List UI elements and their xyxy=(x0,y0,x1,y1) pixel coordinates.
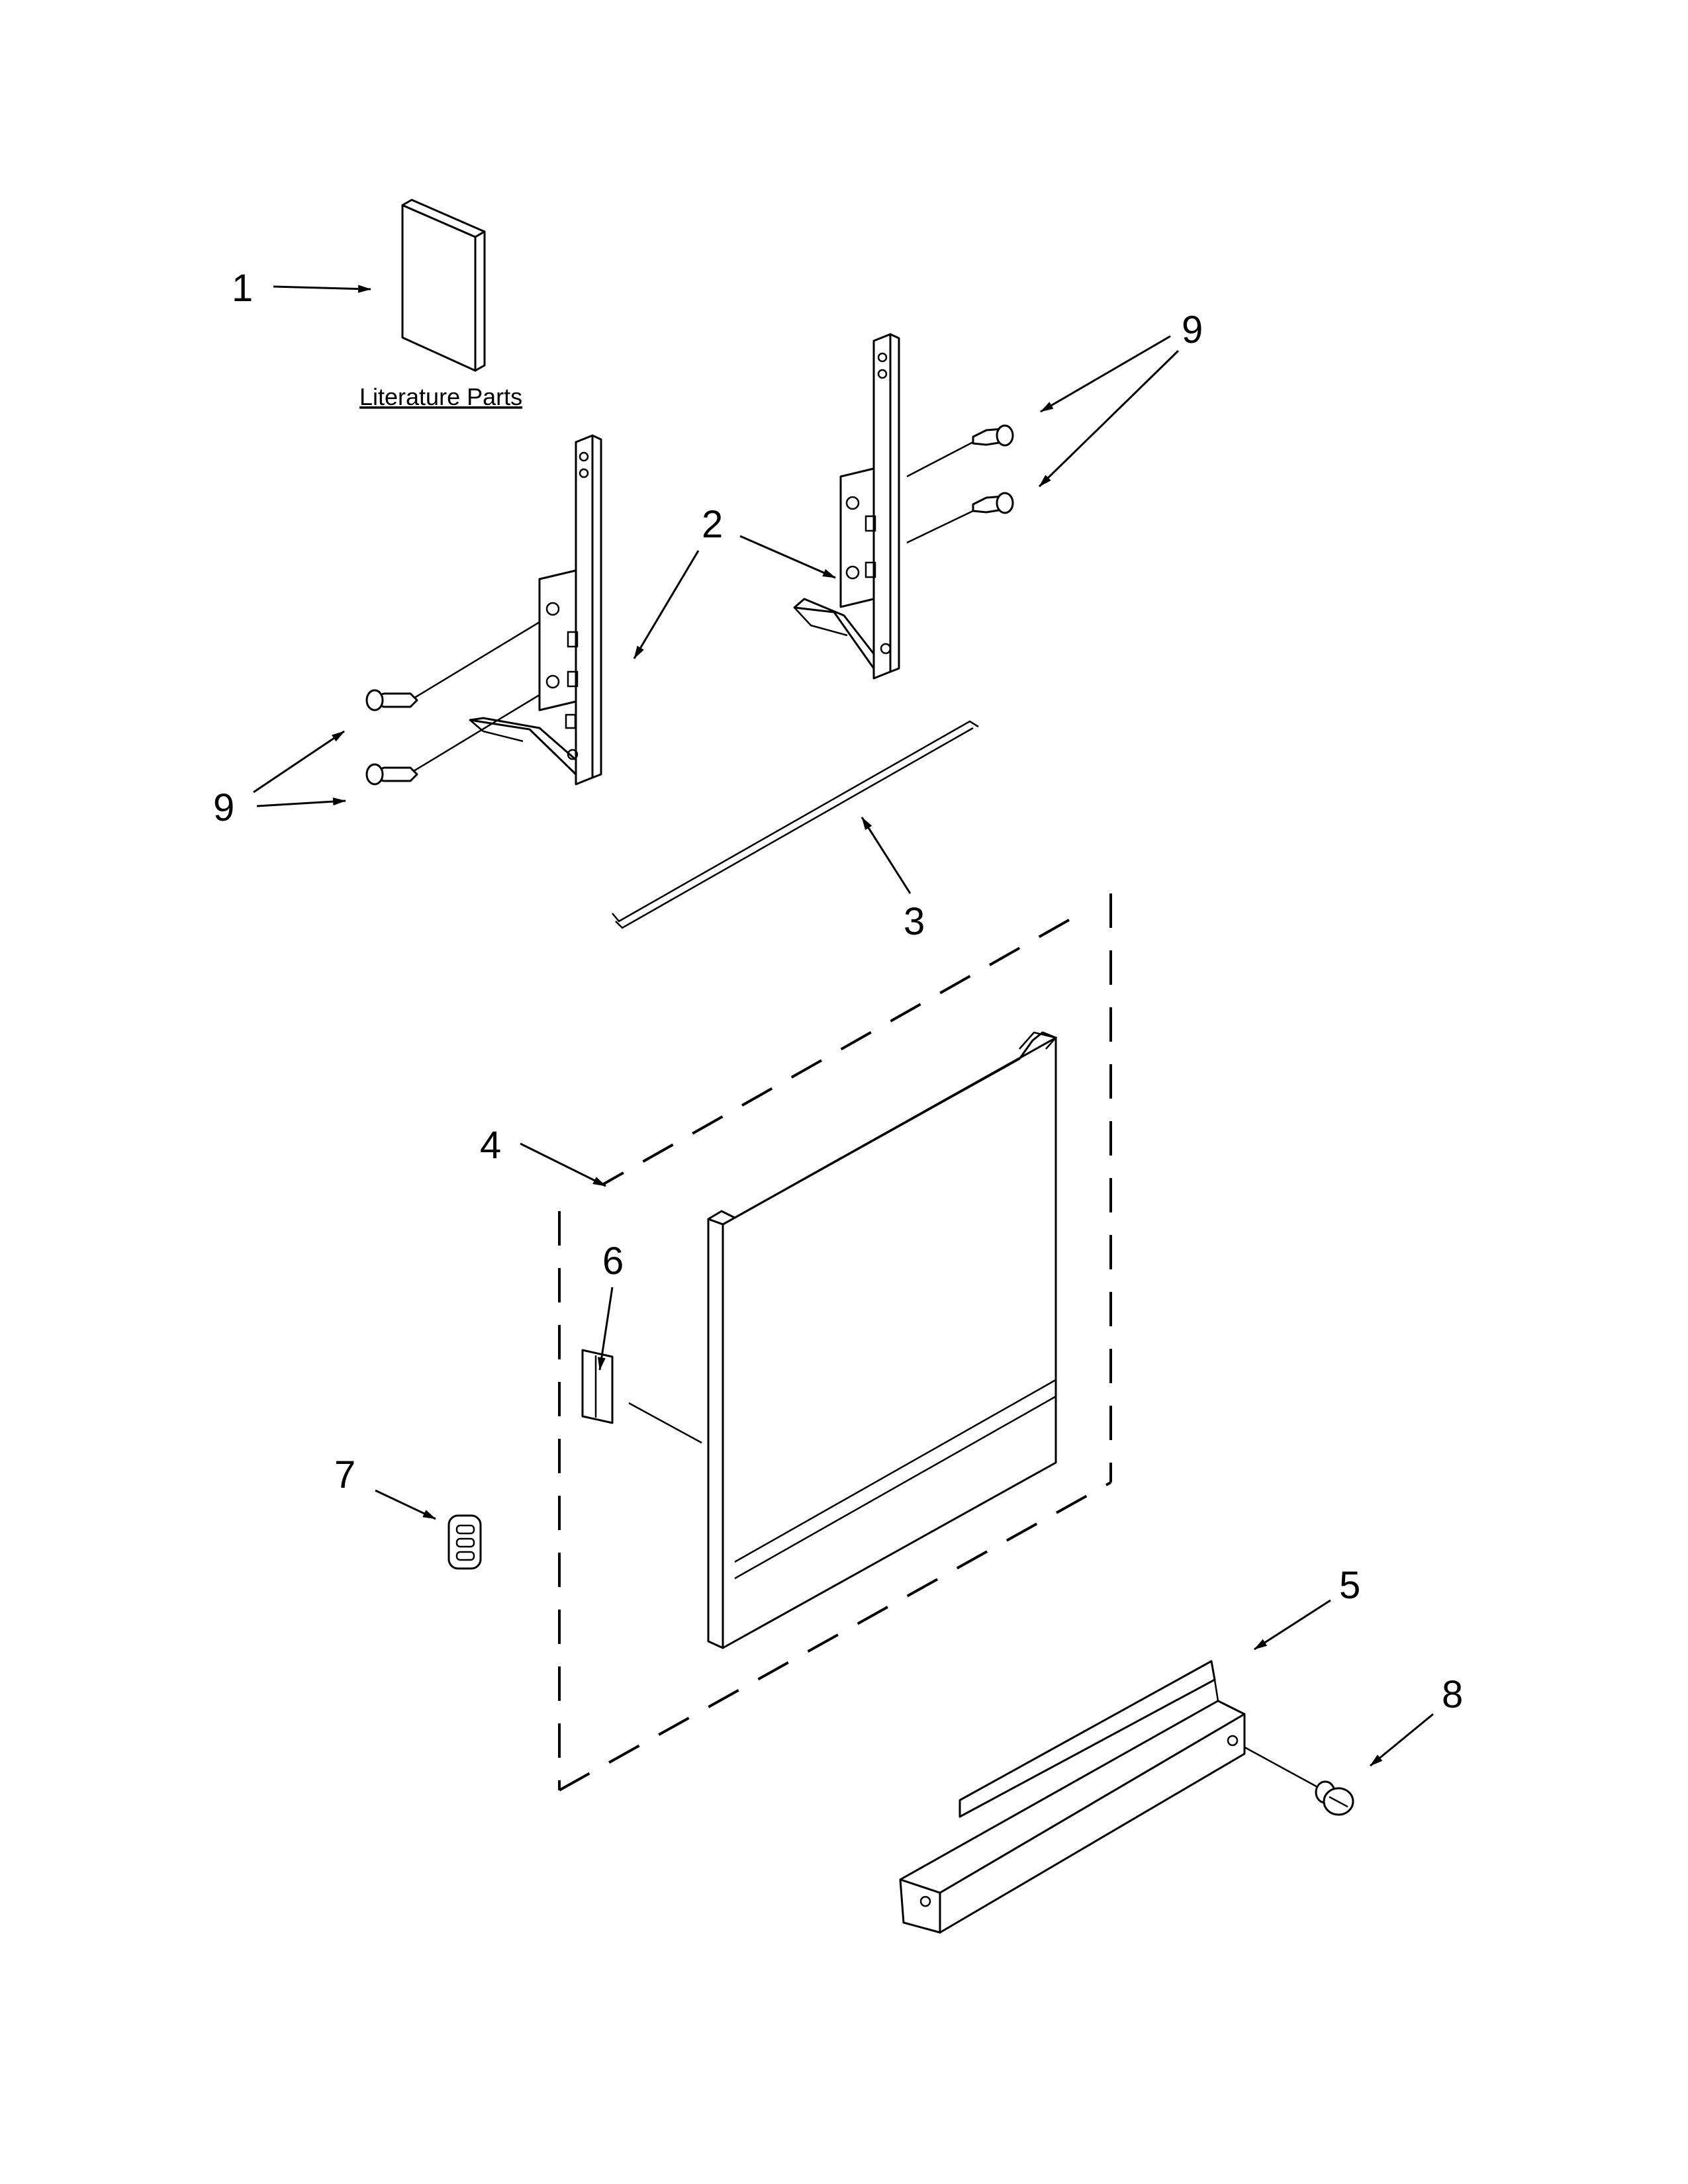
callout-4: 4 xyxy=(480,1124,501,1167)
door-rod[interactable] xyxy=(612,720,979,929)
screw-left-upper[interactable] xyxy=(365,621,540,711)
leader-2b xyxy=(633,550,700,659)
door-button[interactable] xyxy=(447,1514,482,1570)
leader-3 xyxy=(861,817,912,894)
callout-7: 7 xyxy=(334,1453,355,1496)
literature-booklet[interactable] xyxy=(401,199,486,372)
leader-5 xyxy=(1254,1599,1331,1651)
hinge-bracket-left[interactable] xyxy=(469,434,602,786)
leader-9-right-a xyxy=(1040,335,1171,413)
callout-2: 2 xyxy=(702,503,723,546)
callout-1: 1 xyxy=(232,267,253,310)
leader-2a xyxy=(739,535,836,579)
leader-7 xyxy=(375,1489,436,1520)
callout-9-right: 9 xyxy=(1182,308,1203,351)
door-panel[interactable] xyxy=(707,1031,1058,1649)
callout-6: 6 xyxy=(602,1240,624,1283)
leader-9-right-b xyxy=(1038,349,1180,488)
callout-5: 5 xyxy=(1339,1564,1360,1607)
leader-6 xyxy=(597,1287,614,1371)
screw-left-lower[interactable] xyxy=(365,694,540,786)
leader-9-left-a xyxy=(253,730,345,794)
literature-parts-caption: Literature Parts xyxy=(359,383,522,410)
callout-9-left: 9 xyxy=(213,786,234,829)
leader-1 xyxy=(273,285,371,293)
leader-9-left-b xyxy=(256,797,346,807)
screw-right-upper[interactable] xyxy=(906,424,1014,478)
callout-3: 3 xyxy=(904,900,925,943)
hinge-bracket-right[interactable] xyxy=(793,333,900,680)
toe-panel[interactable] xyxy=(899,1660,1246,1934)
screw-right-lower[interactable] xyxy=(906,492,1014,544)
leader-8 xyxy=(1370,1713,1434,1767)
door-outline-dashed xyxy=(558,893,1112,1792)
callout-8: 8 xyxy=(1442,1673,1463,1716)
leader-4 xyxy=(520,1142,606,1187)
toe-panel-screw[interactable] xyxy=(1244,1746,1354,1816)
